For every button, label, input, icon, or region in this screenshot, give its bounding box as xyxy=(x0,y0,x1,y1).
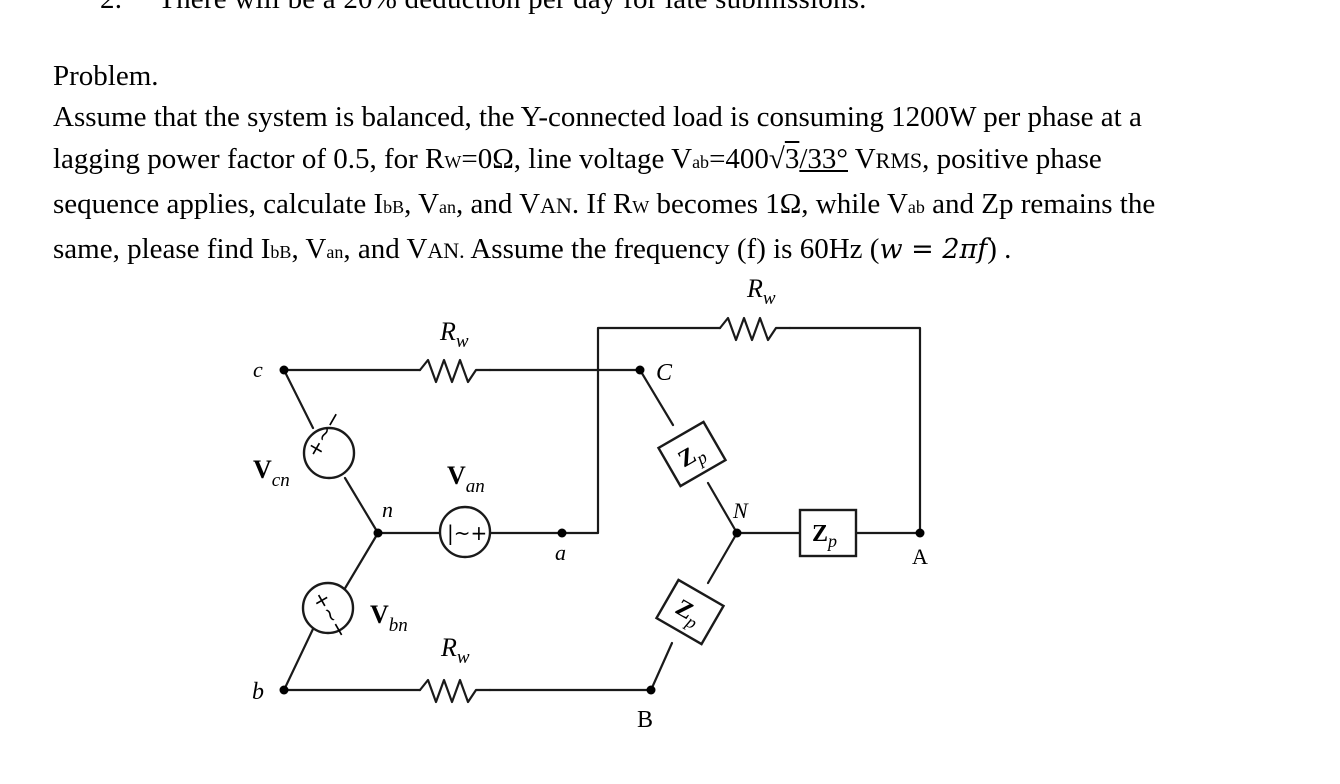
node-B-dot xyxy=(646,685,656,695)
resistor-rw-bottom xyxy=(418,678,492,704)
node-c-dot xyxy=(279,365,289,375)
node-n-dot xyxy=(373,528,383,538)
resistor-rw-top xyxy=(418,358,492,384)
label-rw-bottom: Rw xyxy=(440,633,470,668)
rule-number: 2. xyxy=(100,0,122,15)
label-node-A: A xyxy=(912,544,928,569)
svg-text:|~+: |~+ xyxy=(447,521,487,545)
label-node-B: B xyxy=(637,707,653,733)
impedance-zp-bottom-icon xyxy=(654,578,726,646)
label-rw-top: Rw xyxy=(439,317,469,352)
problem-line-1: Assume that the system is balanced, the … xyxy=(53,101,1142,133)
label-van: Van xyxy=(447,461,485,497)
voltage-source-cn-icon xyxy=(302,426,356,480)
problem-heading: Problem. xyxy=(53,60,159,92)
node-a-dot xyxy=(557,528,567,538)
label-node-C: C xyxy=(656,360,673,386)
wire-N-to-zp xyxy=(706,531,739,585)
node-N-dot xyxy=(732,528,742,538)
voltage-source-an-icon xyxy=(438,505,492,559)
wire-C-to-zp xyxy=(638,368,675,427)
problem-line-3: sequence applies, calculate IbB, Van, an… xyxy=(53,188,1156,220)
label-node-n: n xyxy=(382,497,393,522)
impedance-zp-right-icon xyxy=(798,508,858,558)
voltage-source-bn-icon xyxy=(301,581,355,635)
impedance-zp-top-icon xyxy=(656,420,728,488)
problem-line-2: lagging power factor of 0.5, for RW=0Ω, … xyxy=(53,143,1102,175)
wire-n-to-cn-source xyxy=(343,476,380,535)
wire-n-to-bn-source xyxy=(342,531,380,592)
label-vbn: Vbn xyxy=(370,600,408,636)
problem-line-4: same, please find IbB, Van, and VAN. Ass… xyxy=(53,233,1012,265)
wire-rw-to-A xyxy=(788,326,922,534)
label-rw-right: Rw xyxy=(746,274,776,309)
wire-zp-to-N-top xyxy=(706,481,739,535)
rule-text: There will be a 20% deduction per day fo… xyxy=(158,0,866,15)
wire-bn-source-to-b xyxy=(282,627,315,692)
wire-zp-to-B xyxy=(649,641,674,692)
problem-statement: Assume that the system is balanced, the … xyxy=(53,96,1293,273)
node-A-dot xyxy=(915,528,925,538)
wire-cn-source-to-c xyxy=(282,368,315,430)
label-node-a: a xyxy=(555,540,566,565)
label-zp-right: Zp xyxy=(812,521,837,551)
wire-a-up xyxy=(560,326,722,535)
label-node-N: N xyxy=(732,498,749,523)
node-C-dot xyxy=(635,365,645,375)
resistor-rw-right xyxy=(718,316,792,342)
node-b-dot xyxy=(279,685,289,695)
previous-rule-line: 2. There will be a 20% deduction per day … xyxy=(100,0,867,16)
label-vcn: Vcn xyxy=(253,455,290,491)
label-node-c: c xyxy=(253,357,263,382)
label-node-b: b xyxy=(252,679,264,705)
